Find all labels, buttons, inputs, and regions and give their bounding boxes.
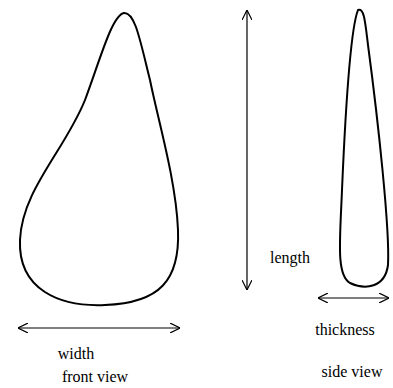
dimension-label: length xyxy=(270,249,310,267)
view-caption: front view xyxy=(62,368,128,386)
front-outline xyxy=(20,13,178,305)
width-dimension xyxy=(18,327,180,328)
length-dimension xyxy=(246,10,247,290)
dimension-label: thickness xyxy=(315,321,375,339)
thickness-dimension xyxy=(318,297,389,298)
side-outline xyxy=(340,10,388,287)
view-caption: side view xyxy=(322,363,383,381)
dimension-label: width xyxy=(58,345,94,363)
